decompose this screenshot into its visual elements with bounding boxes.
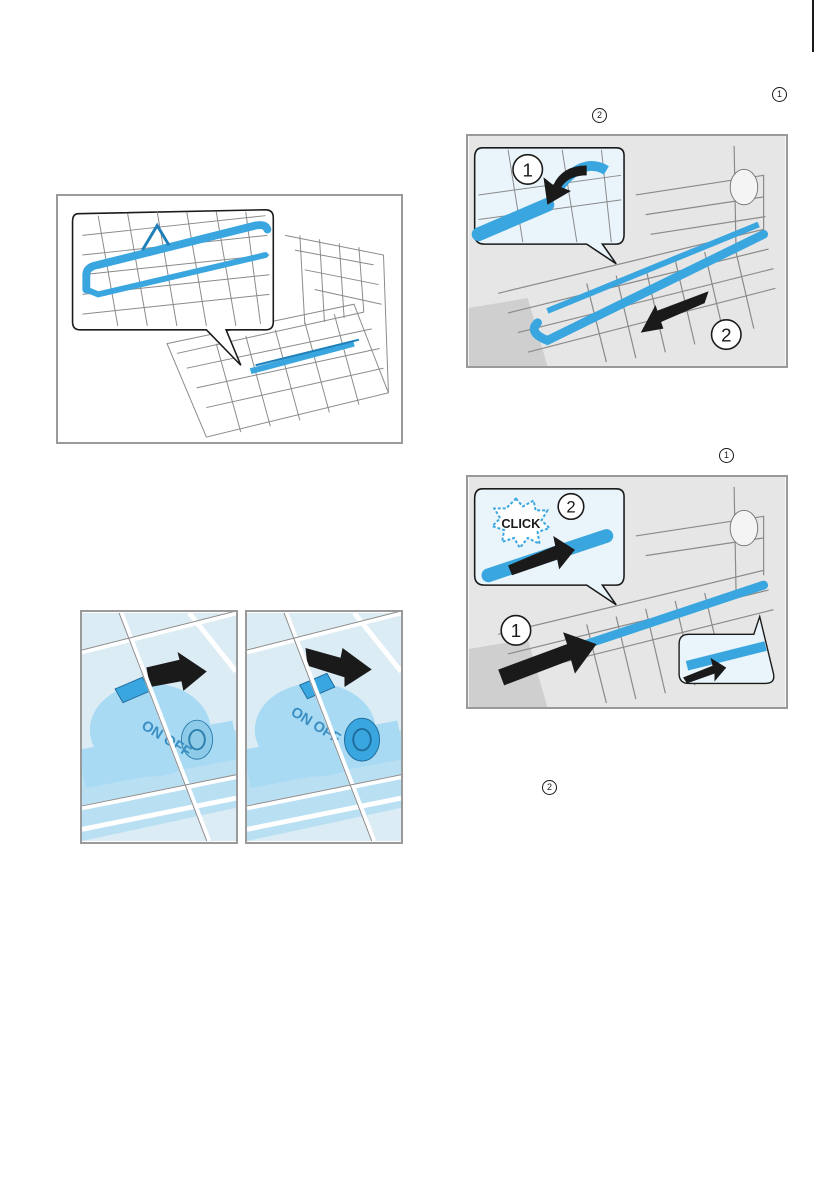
rack-illustration	[58, 196, 401, 442]
remove-rail-illustration: 2 1	[468, 136, 786, 366]
remove-label-2: 2	[721, 324, 731, 345]
switch-off-illustration: ON OFF	[247, 612, 401, 842]
marker-2-insert: 2	[542, 780, 557, 795]
remove-rail-figure: 2 1	[466, 134, 788, 368]
rack-overview-figure	[56, 194, 403, 444]
insert-rail-illustration: 1 CLICK 2	[468, 477, 786, 707]
switch-on-figure: ON OFF	[80, 610, 238, 844]
insert-label-1: 1	[511, 620, 521, 641]
marker-1: 1	[772, 87, 787, 102]
click-callout: CLICK	[501, 516, 541, 531]
remove-label-1: 1	[523, 159, 533, 180]
insert-rail-figure: 1 CLICK 2	[466, 475, 788, 709]
marker-2: 2	[592, 108, 607, 123]
switch-on-illustration: ON OFF	[82, 612, 236, 842]
marker-1-insert: 1	[719, 448, 734, 463]
switch-off-figure: ON OFF	[245, 610, 403, 844]
insert-label-2: 2	[566, 497, 575, 516]
edge-line	[812, 0, 814, 52]
